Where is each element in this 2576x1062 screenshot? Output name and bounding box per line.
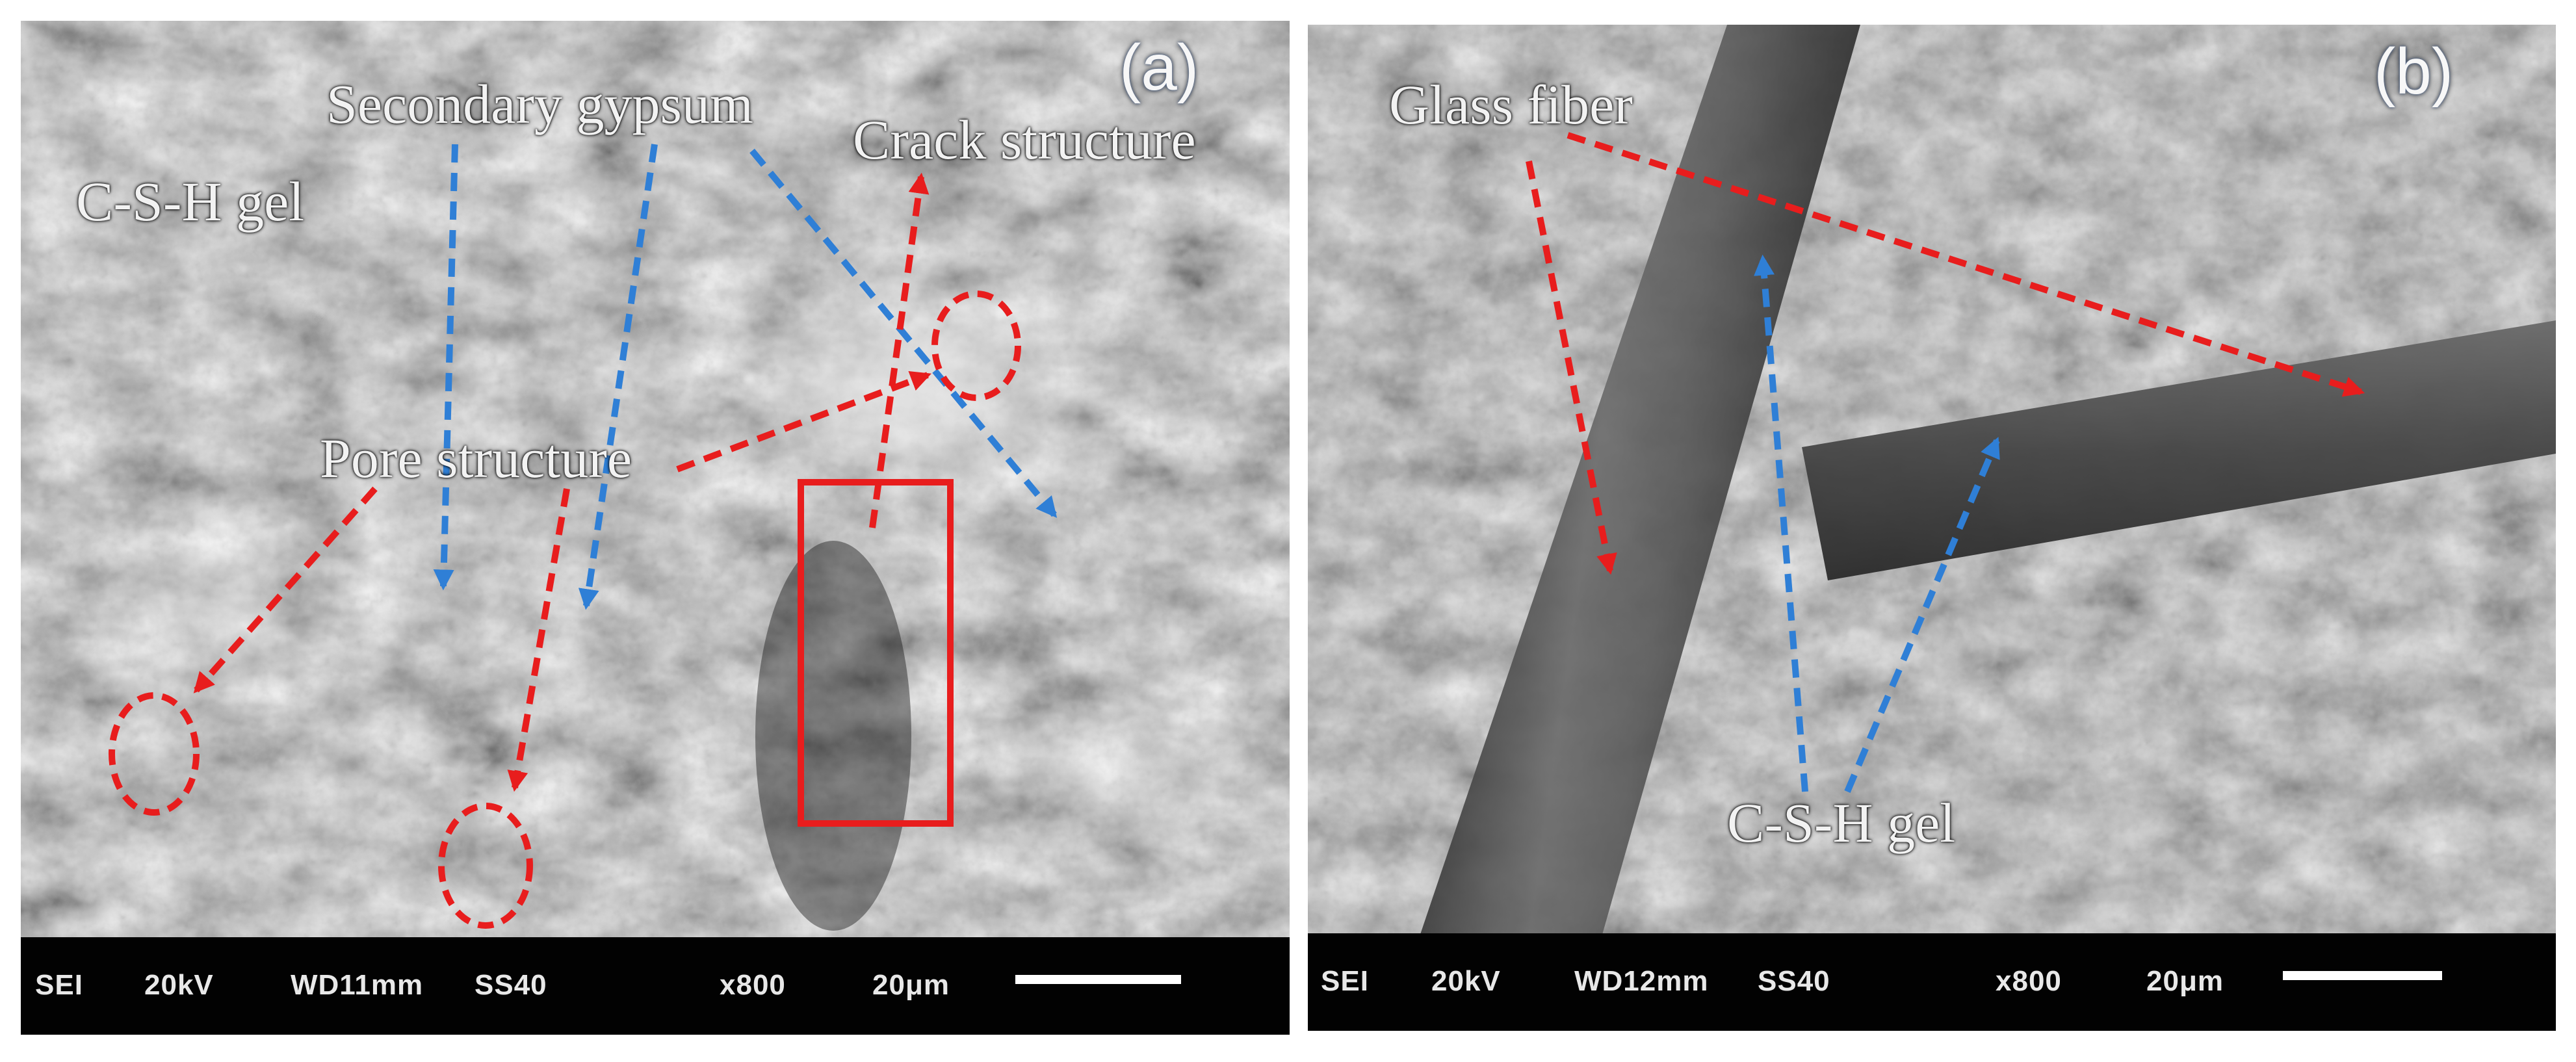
info-mag-a: x800 [720, 969, 786, 1001]
fiber-arrow-1 [1526, 161, 1617, 575]
label-pore-structure: Pore structure [320, 427, 632, 489]
csh-arrow-2 [1844, 437, 2000, 793]
pore-circle-3 [931, 291, 1021, 401]
label-csh-gel-a: C-S-H gel [76, 170, 305, 233]
info-detector-a: SEI [35, 969, 83, 1001]
glass-fiber-diagonal [1420, 25, 1860, 933]
info-detector-b: SEI [1321, 965, 1369, 997]
gypsum-arrow-1 [433, 144, 458, 591]
sem-micrograph-a [21, 21, 1290, 937]
label-csh-gel-b: C-S-H gel [1727, 792, 1956, 854]
info-voltage-b: 20kV [1431, 965, 1501, 997]
csh-arrow-1 [1754, 254, 1808, 792]
pore-circle-2 [438, 803, 533, 929]
info-scale-a: 20μm [872, 969, 950, 1001]
crack-arrow [869, 172, 930, 528]
gypsum-arrow-2 [578, 144, 658, 610]
gypsum-arrow-3 [749, 148, 1058, 518]
info-wd-b: WD12mm [1574, 965, 1709, 997]
panel-tag-a: (a) [1119, 31, 1199, 104]
info-scale-b: 20μm [2146, 965, 2224, 997]
label-crack-structure: Crack structure [853, 109, 1196, 171]
info-voltage-a: 20kV [144, 969, 214, 1001]
pore-circle-1 [109, 692, 200, 816]
pore-arrow-1 [193, 486, 378, 693]
scale-bar-b [2283, 971, 2442, 980]
glass-fiber-horizontal [1802, 320, 2556, 580]
info-spot-b: SS40 [1758, 965, 1830, 997]
pore-arrow-2 [507, 488, 570, 792]
pore-arrow-3 [676, 371, 931, 473]
annotation-layer-a [109, 144, 1058, 929]
info-mag-b: x800 [1996, 965, 2062, 997]
panel-tag-b: (b) [2374, 35, 2454, 108]
fiber-arrow-2 [1567, 132, 2365, 397]
annotation-layer-b [1526, 132, 2365, 793]
info-spot-a: SS40 [475, 969, 547, 1001]
sem-info-bar-b: SEI 20kV WD12mm SS40 x800 20μm [1308, 933, 2556, 1031]
sem-info-bar-a: SEI 20kV WD11mm SS40 x800 20μm [21, 937, 1290, 1035]
sem-micrograph-b [1308, 25, 2556, 933]
label-secondary-gypsum: Secondary gypsum [326, 73, 753, 135]
sem-panel-b: (b) Glass fiber C-S-H gel SEI 20kV WD12m… [1308, 25, 2556, 1031]
scale-bar-a [1015, 975, 1181, 984]
info-wd-a: WD11mm [291, 969, 424, 1001]
crack-region-box [798, 479, 954, 827]
label-glass-fiber: Glass fiber [1389, 73, 1633, 136]
sem-panel-a: (a) Secondary gypsum Crack structure C-S… [21, 21, 1290, 1035]
